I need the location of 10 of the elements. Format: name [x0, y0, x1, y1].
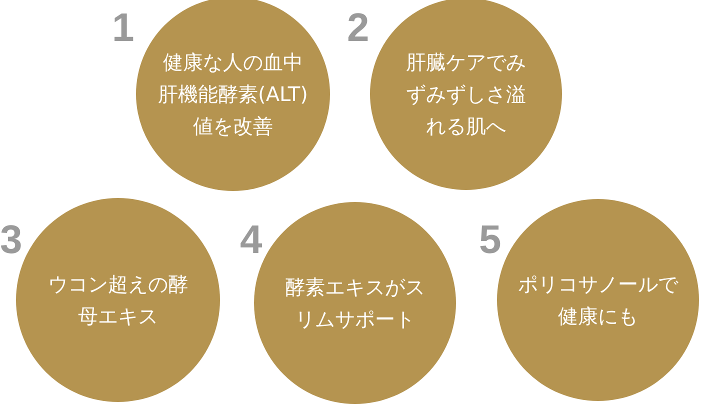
circle-text: 酵素エキスがスリムサポート — [284, 274, 426, 333]
step-number: 5 — [479, 220, 502, 260]
circle-text: ポリコサノールで健康にも — [517, 271, 680, 330]
circle-text: 健康な人の血中肝機能酵素(ALT)値を改善 — [158, 49, 308, 140]
step-number: 2 — [347, 8, 370, 48]
circle-text: ウコン超えの酵母エキス — [47, 271, 189, 330]
step-number: 1 — [112, 8, 134, 48]
circle-text: 肝臓ケアでみずみずしさ溢れる肌へ — [405, 49, 527, 140]
step-number: 4 — [240, 220, 262, 260]
step-number: 3 — [0, 220, 22, 260]
